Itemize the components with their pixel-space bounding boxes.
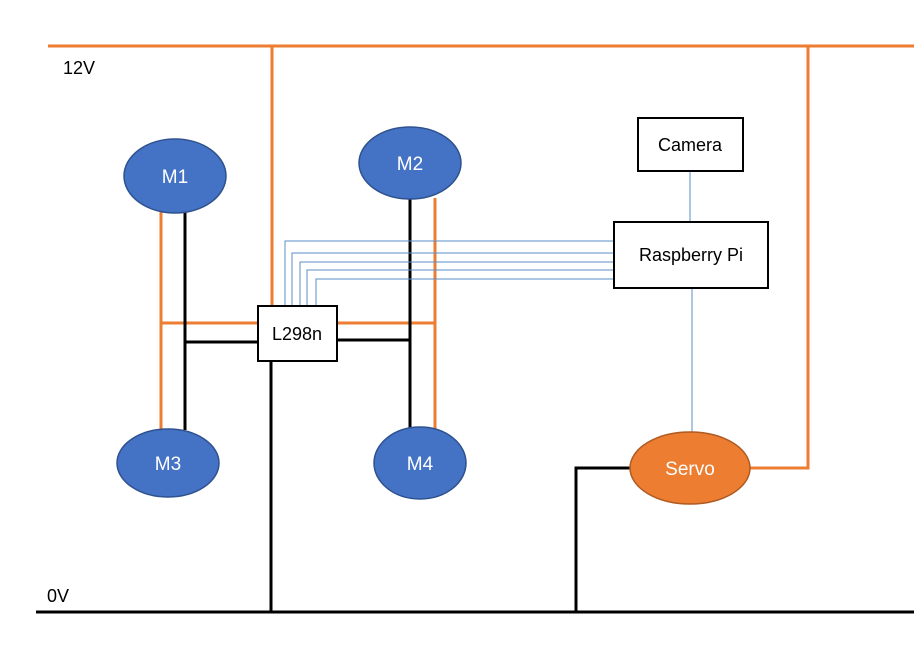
control-wire-3 <box>299 261 614 306</box>
motor-m1-label: M1 <box>162 167 188 188</box>
motor-m3: M3 <box>116 428 220 498</box>
control-wire-1 <box>284 240 614 306</box>
camera-box: Camera <box>637 117 744 172</box>
raspberry-pi-label: Raspberry Pi <box>639 245 743 265</box>
power-wires <box>48 44 914 470</box>
12v-to-servo-wire <box>750 46 810 470</box>
camera-label: Camera <box>658 135 723 155</box>
motor-m1: M1 <box>123 138 227 214</box>
control-wire-2 <box>291 252 614 306</box>
motor-m4: M4 <box>373 426 467 500</box>
signal-wires <box>284 171 693 432</box>
motor-m4-label: M4 <box>407 454 434 475</box>
ground-wires <box>36 199 914 614</box>
0v-label: 0V <box>47 586 69 606</box>
motor-m3-label: M3 <box>155 454 181 475</box>
servo: Servo <box>629 431 751 505</box>
control-wire-4 <box>306 269 614 306</box>
l298n-driver: L298n <box>257 305 338 362</box>
12v-label: 12V <box>63 58 95 78</box>
motor-m2-label: M2 <box>397 154 423 175</box>
control-wire-5 <box>315 278 614 306</box>
servo-to-0v-wire <box>574 466 630 612</box>
motor-m2: M2 <box>358 126 462 200</box>
raspberry-pi-box: Raspberry Pi <box>613 221 769 289</box>
servo-label: Servo <box>665 459 715 480</box>
l298n-label: L298n <box>272 324 322 344</box>
